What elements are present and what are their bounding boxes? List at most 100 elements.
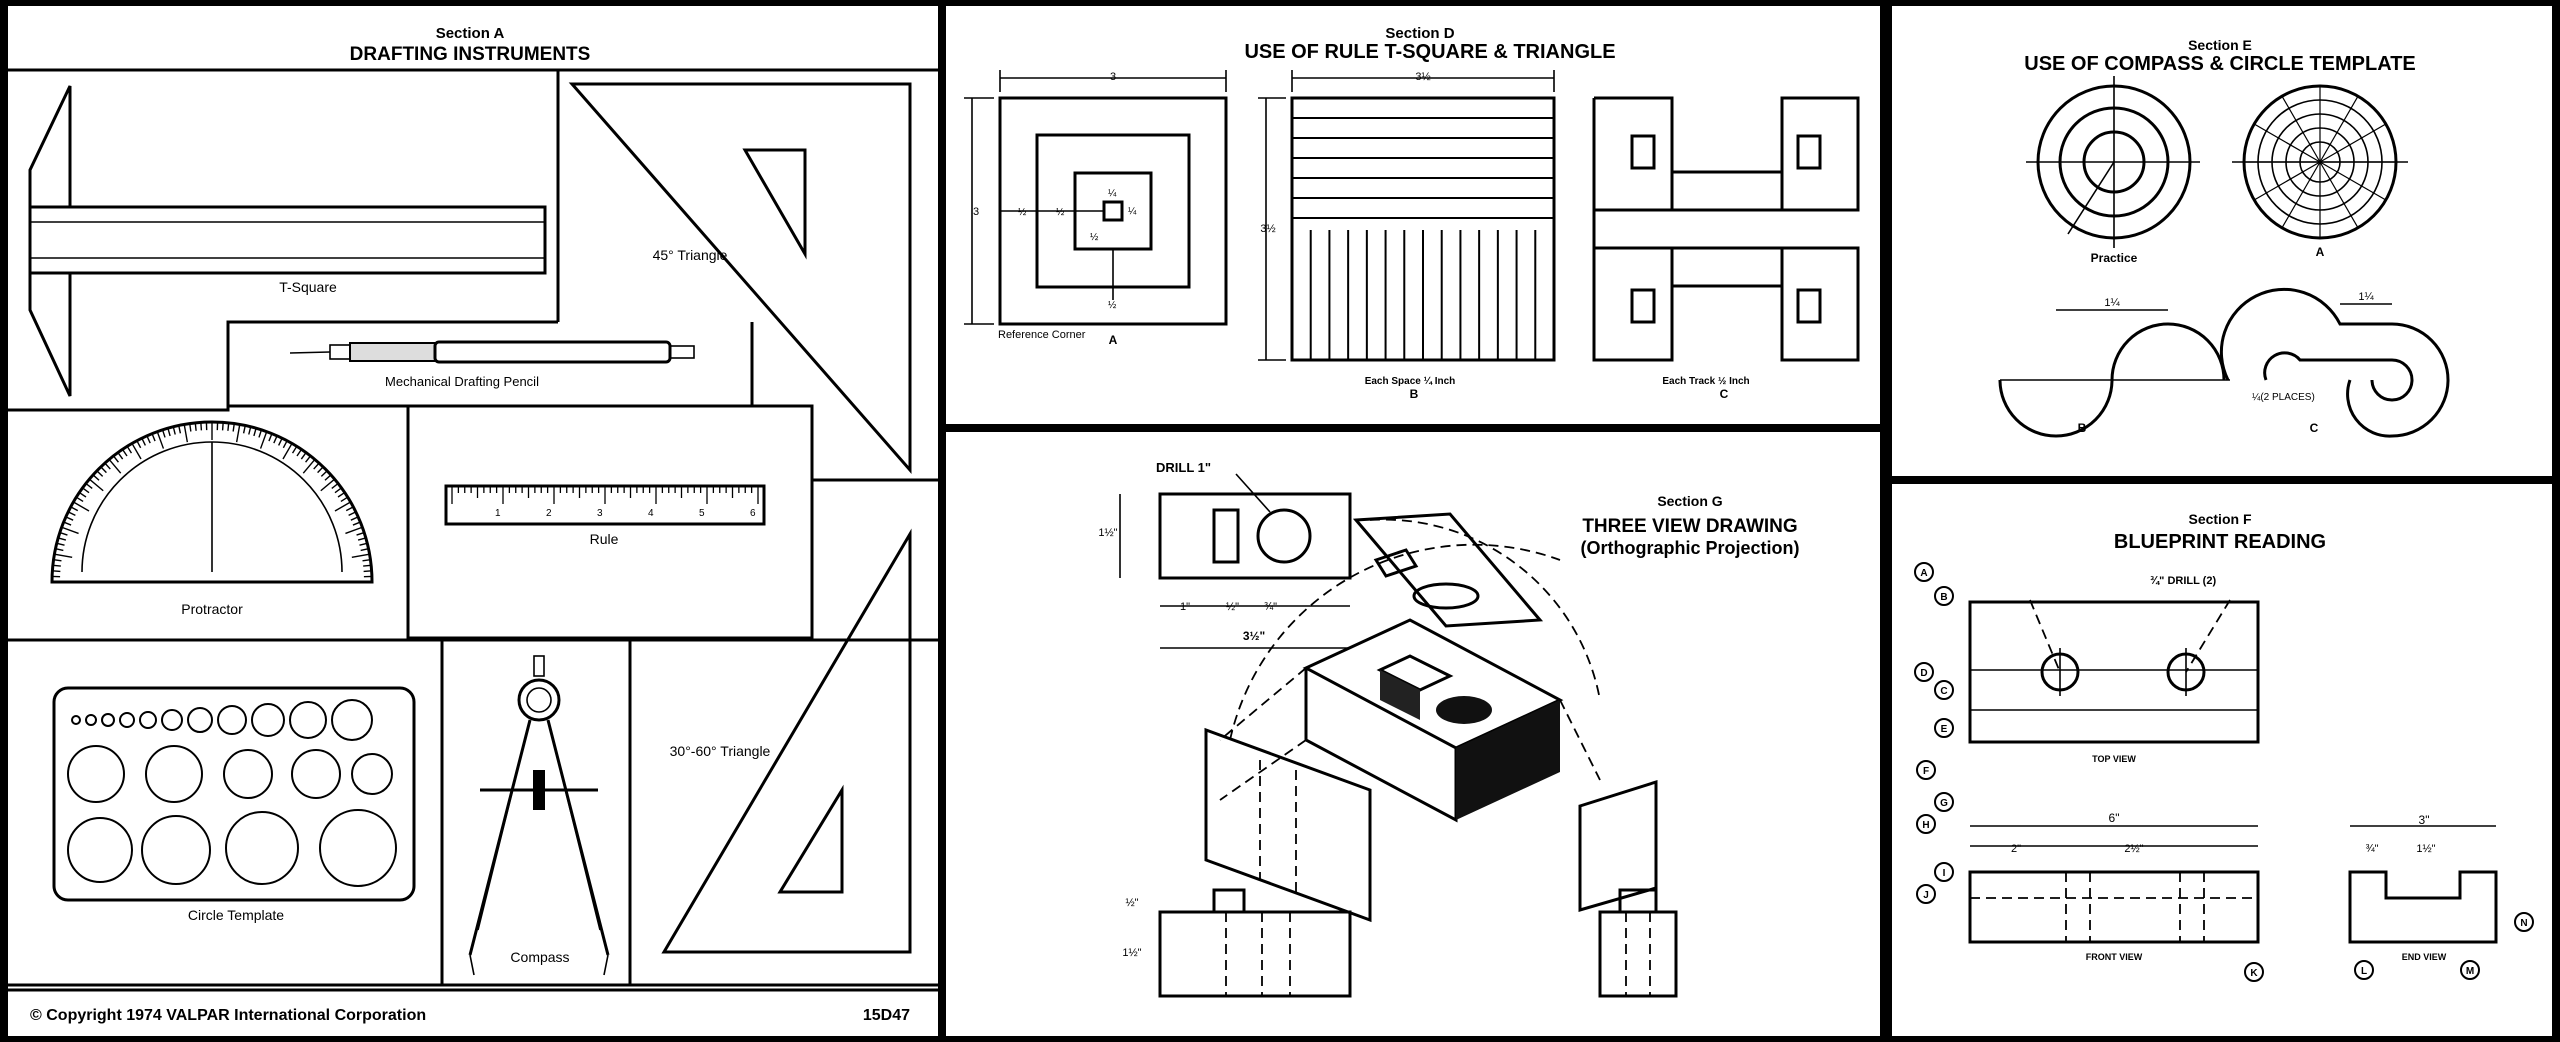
protractor-tick <box>82 487 90 494</box>
end-view-f-label: END VIEW <box>2402 952 2447 962</box>
t-square-label: T-Square <box>279 279 337 295</box>
protractor-tick <box>296 448 303 457</box>
dim-g-5: 3½" <box>1243 629 1265 643</box>
dim-e-b: 1¼ <box>2104 297 2120 309</box>
protractor-tick <box>52 570 61 573</box>
template-hole <box>331 699 373 741</box>
protractor-tick <box>282 440 288 449</box>
protractor-tick <box>345 506 354 512</box>
compass-ray <box>2319 161 2387 201</box>
compass-ray <box>2281 95 2321 163</box>
compass-label: Compass <box>510 949 569 965</box>
dim-d-side-b: 3½ <box>1260 223 1275 235</box>
figure-e-a <box>2232 84 2408 240</box>
protractor-tick <box>92 474 100 481</box>
protractor-tick <box>232 423 235 432</box>
protractor-tick <box>112 455 119 463</box>
isometric-block <box>1219 618 1601 823</box>
protractor-tick <box>161 429 166 438</box>
protractor-tick <box>362 559 371 562</box>
protractor-tick <box>75 496 84 503</box>
callout-letter: I <box>1943 868 1946 879</box>
dim-d-side-a: 3 <box>973 206 979 218</box>
dim-f-4: 3" <box>2419 813 2430 827</box>
protractor-tick <box>53 559 62 562</box>
circle-template-label: Circle Template <box>188 907 284 923</box>
protractor-tick <box>320 470 328 477</box>
callout-bubble <box>2354 960 2374 980</box>
callout-bubble <box>1934 862 1954 882</box>
dim-g-6: ½" <box>1125 897 1138 909</box>
callout-letter: N <box>2520 918 2527 929</box>
dim-f-5: ¾" <box>2365 843 2378 855</box>
template-hole <box>161 709 183 731</box>
protractor-tick <box>131 443 142 460</box>
template-hole <box>139 711 157 729</box>
compass-ray <box>2319 95 2359 163</box>
template-hole <box>67 817 133 883</box>
section-g-title: THREE VIEW DRAWING <box>1582 516 1797 537</box>
compass-ray <box>2253 123 2321 163</box>
dim-g-3: ½" <box>1226 601 1239 613</box>
callout-letter: B <box>1940 592 1947 603</box>
projection-arc-left <box>1229 543 1561 741</box>
rule-number: 4 <box>648 508 654 519</box>
section-a-title: DRAFTING INSTRUMENTS <box>350 44 591 65</box>
section-g-panel: Section G THREE VIEW DRAWING (Orthograph… <box>946 432 1880 1036</box>
protractor-tick <box>253 428 257 437</box>
callout-bubble <box>1934 586 1954 606</box>
protractor-tick <box>363 564 372 567</box>
figure-e-b-label: B <box>2078 421 2087 435</box>
protractor-tick <box>363 570 372 573</box>
protractor-tick <box>259 431 268 449</box>
section-d-panel: Section D USE OF RULE T-SQUARE & TRIANGL… <box>946 6 1880 424</box>
protractor-tick <box>167 428 171 437</box>
protractor-tick <box>357 537 366 541</box>
protractor-tick <box>331 482 339 489</box>
callout-letter: D <box>1920 668 1927 679</box>
protractor-tick <box>117 452 124 460</box>
callout-bubble <box>1934 792 1954 812</box>
protractor-tick <box>351 553 370 559</box>
protractor-tick <box>108 458 122 474</box>
dim-d-small-1: ½ <box>1018 207 1027 218</box>
dim-g-2: 1" <box>1180 601 1190 613</box>
dim-f-6: 1½" <box>2416 843 2435 855</box>
template-hole <box>289 701 327 739</box>
callout-letter: F <box>1923 766 1929 777</box>
triangle-3060-drawing <box>661 528 912 954</box>
protractor-tick <box>302 458 316 474</box>
protractor-tick <box>70 506 79 512</box>
protractor-tick <box>300 452 307 460</box>
protractor-tick <box>359 542 368 546</box>
protractor-tick <box>282 443 293 460</box>
figure-d-b <box>1258 70 1556 362</box>
rule-label: Rule <box>590 531 619 547</box>
drill-callout-f: ¾" DRILL (2) <box>2150 575 2216 587</box>
protractor-tick <box>96 470 104 477</box>
front-view-f <box>1968 825 2260 944</box>
template-hole <box>225 811 299 885</box>
protractor-tick <box>56 542 65 546</box>
rule-number: 3 <box>597 508 603 519</box>
protractor-tick <box>54 553 73 559</box>
template-hole <box>251 703 285 737</box>
protractor-tick <box>352 521 361 526</box>
rule-number: 5 <box>699 508 705 519</box>
callout-bubble <box>1916 884 1936 904</box>
template-hole <box>101 713 115 727</box>
callout-letter: C <box>1940 686 1947 697</box>
protractor-tick <box>189 423 192 432</box>
section-d-title: USE OF RULE T-SQUARE & TRIANGLE <box>1244 41 1615 63</box>
callout-bubble <box>1916 814 1936 834</box>
callout-bubble <box>1914 562 1934 582</box>
protractor-tick <box>67 511 76 516</box>
template-hole <box>351 753 393 795</box>
protractor-tick <box>156 431 165 449</box>
protractor-tick <box>360 548 369 552</box>
practice-label: Practice <box>2091 251 2138 265</box>
dim-f-3: 2½" <box>2124 843 2143 855</box>
compass-ray <box>2319 161 2359 229</box>
